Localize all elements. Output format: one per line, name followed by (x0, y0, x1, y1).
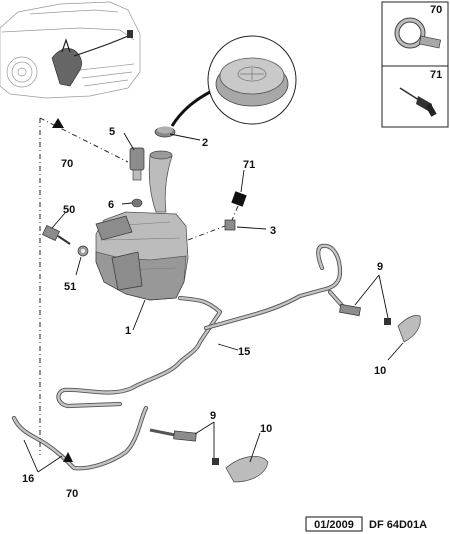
clip-icon (394, 17, 442, 49)
legend-box (381, 1, 449, 128)
callout-2: 2 (202, 137, 208, 149)
callout-5: 5 (109, 126, 115, 138)
callout-10-left: 10 (260, 423, 272, 435)
callout-70-bottom: 70 (66, 488, 78, 500)
nozzle-9-left (173, 430, 219, 465)
callout-9-left: 9 (210, 410, 216, 422)
callout-6: 6 (108, 199, 114, 211)
leader-lines (23, 117, 404, 473)
rivet-icon (399, 87, 437, 117)
sensor-part-50 (42, 225, 71, 245)
footer: 01/2009 DF 64D01A (305, 516, 427, 532)
hose-15 (56, 243, 349, 409)
rivet-71 (231, 191, 247, 221)
callout-labels: 1 2 3 5 6 9 9 10 10 15 16 50 51 70 70 71… (22, 4, 442, 500)
cover-10-left (225, 455, 269, 483)
fixing-part-3 (187, 219, 236, 241)
pump-part-5 (129, 147, 145, 181)
filler-cap-detail (170, 35, 297, 127)
callout-9-right: 9 (377, 261, 383, 273)
legend-label-71: 71 (430, 69, 442, 81)
grommet-part-6 (131, 198, 143, 208)
callout-16: 16 (22, 473, 34, 485)
callout-3: 3 (270, 225, 276, 237)
footer-date: 01/2009 (314, 519, 354, 531)
callout-51: 51 (64, 281, 76, 293)
callout-1: 1 (125, 325, 131, 337)
legend-label-70: 70 (430, 4, 442, 16)
callout-71: 71 (243, 159, 255, 171)
callout-70-top: 70 (61, 158, 73, 170)
washer-reservoir (95, 150, 189, 301)
nozzle-9-right (339, 303, 391, 325)
callout-10-right: 10 (374, 365, 386, 377)
seal-part-51 (77, 245, 89, 257)
cap-part-2 (154, 126, 176, 138)
cover-10-right (397, 315, 421, 343)
car-front-thumbnail (0, 1, 141, 99)
footer-code: DF 64D01A (369, 519, 427, 531)
callout-15: 15 (238, 346, 250, 358)
callout-50: 50 (63, 204, 75, 216)
hose-16 (11, 405, 181, 471)
